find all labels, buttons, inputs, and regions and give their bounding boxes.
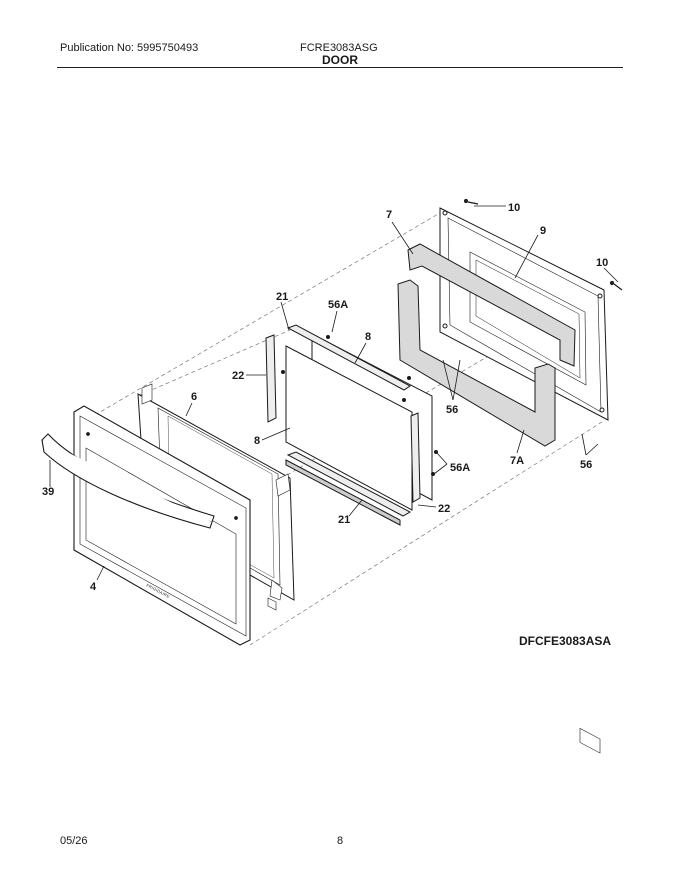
callout-8-left: 8 — [254, 435, 260, 447]
callout-7a: 7A — [510, 455, 524, 467]
callout-22-right: 22 — [438, 503, 450, 515]
callout-6: 6 — [191, 391, 197, 403]
inner-door-liner — [439, 207, 609, 754]
callout-9: 9 — [540, 225, 546, 237]
door-handle — [41, 433, 215, 529]
footer-date: 05/26 — [60, 835, 88, 847]
callout-21-bottom: 21 — [338, 514, 350, 526]
callout-10-top: 10 — [508, 202, 520, 214]
callout-10-right: 10 — [596, 257, 608, 269]
callout-56a-top: 56A — [328, 299, 348, 311]
gasket-top — [407, 243, 576, 367]
callout-labels: 10 9 7 10 21 56A 8 22 6 56 8 56A 7A 56 3… — [42, 202, 608, 593]
gasket-bottom — [397, 279, 556, 447]
callout-39: 39 — [42, 486, 54, 498]
callout-4: 4 — [90, 581, 97, 593]
header-rule — [57, 67, 623, 68]
side-brackets — [265, 334, 421, 503]
callout-56-mid: 56 — [446, 404, 458, 416]
screws — [463, 198, 623, 291]
model-number: FCRE3083ASG — [300, 42, 378, 54]
callout-56a-mid: 56A — [450, 462, 470, 474]
leader-lines — [49, 205, 619, 581]
glass-panels — [281, 333, 438, 511]
callout-56-right: 56 — [580, 459, 592, 471]
section-title: DOOR — [322, 53, 358, 67]
callout-22-left: 22 — [232, 370, 244, 382]
glass-channels — [285, 324, 412, 526]
callout-7: 7 — [386, 209, 392, 221]
drawing-code: DFCFE3083ASA — [519, 634, 612, 648]
page-number: 8 — [337, 835, 344, 847]
callout-21-top: 21 — [276, 291, 288, 303]
callout-8-top: 8 — [365, 331, 371, 343]
publication-number: Publication No: 5995750493 — [60, 42, 199, 54]
